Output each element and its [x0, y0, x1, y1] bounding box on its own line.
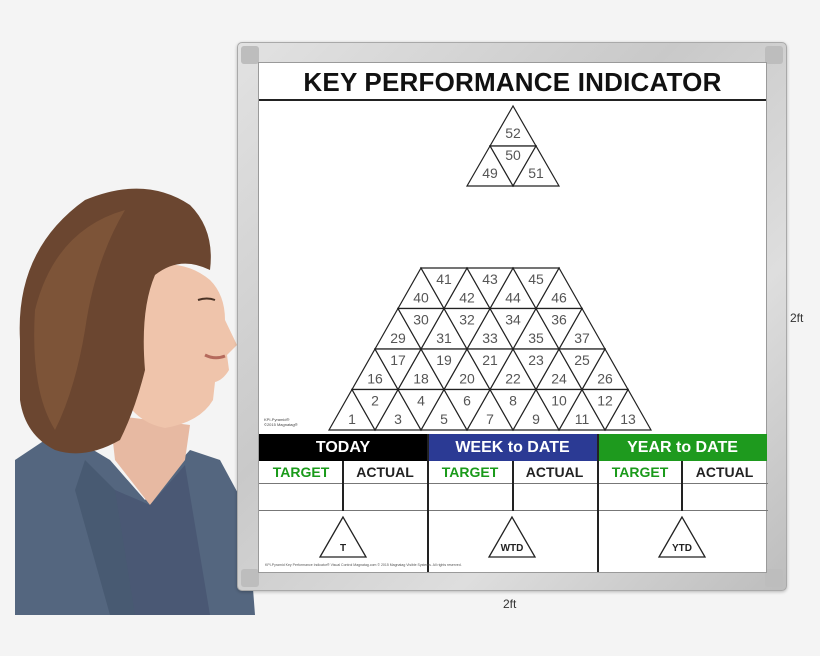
pyramid-cell-number: 12 — [597, 393, 613, 409]
ytd-target-label: TARGET — [611, 464, 669, 480]
pyramid-cell — [350, 388, 400, 432]
wtd-target-label: TARGET — [441, 464, 499, 480]
pyramid-cell-number: 49 — [482, 165, 498, 181]
pyramid-cell-number: 8 — [509, 393, 517, 409]
grid-line — [342, 461, 344, 511]
frame-corner — [765, 569, 783, 587]
ytd-triangle-label: YTD — [672, 543, 692, 554]
pyramid-cell-number: 9 — [532, 411, 540, 427]
ytd-triangle: YTD — [657, 515, 707, 558]
pyramid-cell-number: 16 — [367, 371, 383, 387]
pyramid-cell-number: 20 — [459, 371, 475, 387]
bottom-triangles: T WTD YTD — [318, 515, 707, 558]
wtd-actual-label: ACTUAL — [525, 464, 584, 480]
copyright-line: ©2015 Magnatag® — [264, 422, 298, 427]
pyramid-cell — [419, 348, 469, 391]
grid-line — [427, 434, 429, 572]
pyramid-cell-number: 44 — [505, 290, 521, 306]
pyramid-cell — [488, 388, 538, 432]
board-title: KEY PERFORMANCE INDICATOR — [259, 63, 766, 101]
grid-line — [512, 461, 514, 511]
pyramid-cell — [534, 307, 584, 351]
section-week-to-date: WEEK to DATE — [428, 434, 597, 461]
today-triangle-label: T — [340, 543, 346, 554]
grid-line — [597, 434, 599, 572]
pyramid-cell — [373, 348, 423, 391]
trademark-line: KPI-Pyramid® — [264, 417, 290, 422]
pyramid-cell-number: 19 — [436, 352, 452, 368]
pyramid-cell — [511, 267, 561, 310]
pyramid-cell — [396, 388, 446, 432]
pyramid-cell-number: 10 — [551, 393, 567, 409]
pyramid-cell — [580, 388, 630, 432]
pyramid-cell-number: 42 — [459, 290, 475, 306]
frame-corner — [765, 46, 783, 64]
pyramid-cell-number: 41 — [436, 271, 452, 287]
pyramid-cell-number: 6 — [463, 393, 471, 409]
pyramid-cell-number: 32 — [459, 312, 475, 328]
pyramid-cell-number: 35 — [528, 330, 544, 346]
pyramid-trademark-note: KPI-Pyramid® ©2015 Magnatag® — [264, 417, 324, 427]
ytd-actual-label: ACTUAL — [695, 464, 754, 480]
pyramid-cell-number: 52 — [505, 125, 521, 141]
height-dimension: 2ft — [790, 311, 804, 325]
pyramid-cell-number: 18 — [413, 371, 429, 387]
pyramid-cell-number: 30 — [413, 312, 429, 328]
pyramid-cell — [511, 144, 561, 187]
pyramid-cell-number: 51 — [528, 165, 544, 181]
pyramid-cell-number: 29 — [390, 330, 406, 346]
today-target-label: TARGET — [272, 464, 330, 480]
frame-corner — [241, 46, 259, 64]
pyramid-cell — [465, 144, 515, 187]
pyramid-cell-number: 37 — [574, 330, 590, 346]
grid-line — [681, 461, 683, 511]
pyramid-cell-number: 1 — [348, 411, 356, 427]
pyramid-cell-number: 22 — [505, 371, 521, 387]
section-year-to-date: YEAR to DATE — [598, 434, 767, 461]
pyramid-cell-number: 7 — [486, 411, 494, 427]
pyramid-cell-number: 2 — [371, 393, 379, 409]
pyramid-cell-number: 31 — [436, 330, 452, 346]
pyramid-cell-number: 25 — [574, 352, 590, 368]
pyramid-cell-number: 33 — [482, 330, 498, 346]
pyramid-cell-number: 24 — [551, 371, 567, 387]
frame-corner — [241, 569, 259, 587]
pyramid-cell-number: 17 — [390, 352, 406, 368]
width-dimension: 2ft — [503, 597, 517, 611]
pyramid-cell-number: 50 — [505, 147, 521, 163]
pyramid-cell — [465, 267, 515, 310]
pyramid-cell-number: 43 — [482, 271, 498, 287]
pyramid-cell-number: 34 — [505, 312, 521, 328]
pyramid-cell-number: 21 — [482, 352, 498, 368]
wtd-triangle-label: WTD — [501, 543, 524, 554]
pyramid-cell-number: 26 — [597, 371, 613, 387]
pyramid-cell — [534, 388, 584, 432]
pyramid-cell-number: 45 — [528, 271, 544, 287]
pyramid-cell — [488, 307, 538, 351]
pyramid-cell — [419, 267, 469, 310]
woman-photo — [15, 188, 255, 615]
pyramid-cell — [511, 348, 561, 391]
pyramid-cell — [442, 388, 492, 432]
today-triangle: T — [318, 515, 368, 558]
pyramid-cell-number: 46 — [551, 290, 567, 306]
pyramid-cell-number: 5 — [440, 411, 448, 427]
wtd-triangle: WTD — [487, 515, 537, 558]
pyramid-cell-number: 40 — [413, 290, 429, 306]
pyramid-cell-number: 13 — [620, 411, 636, 427]
pyramid-cell — [465, 348, 515, 391]
pyramid-cell-number: 11 — [575, 411, 590, 427]
pyramid-cell-number: 36 — [551, 312, 567, 328]
pyramid-cell — [557, 348, 607, 391]
pyramid-cell — [442, 307, 492, 351]
section-today: TODAY — [259, 434, 427, 461]
pyramid-cell-number: 3 — [394, 411, 402, 427]
pyramid-cell-number: 4 — [417, 393, 425, 409]
pyramid-cell — [396, 307, 446, 351]
footer-note: KPI-Pyramid Key Performance Indicator® V… — [265, 563, 462, 567]
pyramid-cell-number: 23 — [528, 352, 544, 368]
today-actual-label: ACTUAL — [356, 464, 414, 480]
